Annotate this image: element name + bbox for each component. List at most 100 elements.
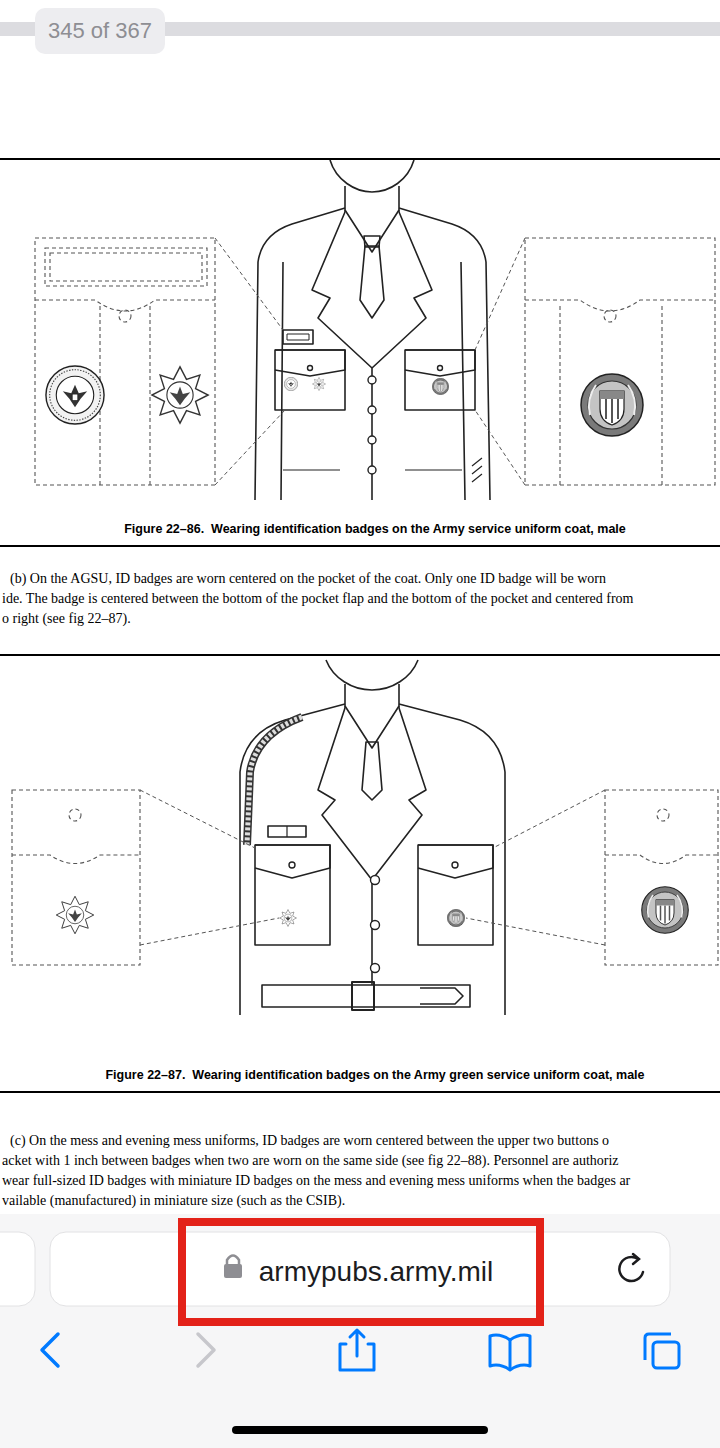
- uniform-figure: [240, 660, 505, 1015]
- bookmarks-icon: [490, 1335, 530, 1370]
- id-badge: [280, 909, 465, 926]
- body-text-line: wear full-sized ID badges with miniature…: [2, 1171, 630, 1190]
- uniform-figure: [275, 350, 345, 410]
- uniform-figure: [405, 350, 475, 376]
- id-badge: [284, 377, 298, 391]
- aiguillette: [247, 717, 302, 845]
- coat-button: [368, 406, 376, 414]
- uniform-figure: [268, 826, 306, 837]
- pocket-inset: [525, 300, 715, 311]
- reload-icon: [633, 1254, 639, 1264]
- box-text: armypubs.army.mil: [259, 1256, 493, 1288]
- body-text-line: vailable (manufactured) in miniature siz…: [2, 1191, 345, 1210]
- uniform-figure: [364, 236, 380, 247]
- body-text-line: ide. The badge is centered between the b…: [2, 589, 633, 608]
- uniform-figure: [418, 845, 493, 878]
- aiguillette: [247, 717, 302, 845]
- leader-line: [215, 238, 285, 485]
- coat-button: [368, 436, 376, 444]
- pocket-inset: [69, 809, 81, 821]
- uniform-figure: [255, 845, 330, 945]
- box-text: Figure 22–86. Wearing identification bad…: [124, 522, 626, 536]
- uniform-figure: [275, 350, 345, 376]
- id-badge-large: [56, 887, 688, 934]
- uniform-figure: [420, 988, 463, 1004]
- uniform-figure: [255, 208, 345, 500]
- coat-button: [368, 376, 376, 384]
- body-text-line: (c) On the mess and evening mess uniform…: [10, 1131, 609, 1150]
- tabs-icon: [645, 1334, 671, 1360]
- figure-panel: Figure 22–86. Wearing identification bad…: [0, 158, 720, 547]
- uniform-figure: [418, 845, 493, 945]
- home-indicator: [232, 1426, 488, 1434]
- address-field: [50, 1232, 670, 1306]
- pocket-inset: [119, 310, 131, 322]
- pocket-inset: [35, 300, 215, 311]
- lock-icon: [224, 1256, 242, 1279]
- uniform-figure: [399, 704, 505, 1015]
- coat-button: [289, 862, 458, 973]
- leader-line: [140, 790, 605, 945]
- pocket-inset: [12, 790, 140, 965]
- reload-icon: [619, 1257, 643, 1281]
- uniform-figure: [240, 704, 345, 1015]
- uniform-figure: [362, 742, 382, 800]
- bookmarks-icon: [490, 1335, 530, 1370]
- coat-button: [308, 366, 313, 371]
- uniform-figure: [255, 160, 490, 500]
- body-text-line: o right (see fig 22–87).: [2, 609, 131, 628]
- pocket-inset: [35, 238, 715, 485]
- pocket-inset: [560, 306, 662, 485]
- coat-button: [438, 366, 443, 371]
- id-badge-large: [581, 374, 643, 436]
- share-icon: [350, 1330, 364, 1356]
- id-badge: [432, 378, 448, 394]
- forward-icon: [198, 1334, 214, 1366]
- uniform-figure: [326, 660, 418, 690]
- id-badge: [312, 377, 325, 390]
- coat-button: [452, 862, 458, 868]
- reload-icon: [619, 1254, 643, 1281]
- body-text-line: (b) On the AGSU, ID badges are worn cent…: [10, 569, 606, 588]
- leader-line: [140, 790, 279, 945]
- id-badge-large: [46, 366, 643, 436]
- id-badge: [447, 909, 464, 926]
- browser-toolbar: [0, 1214, 720, 1448]
- pocket-inset: [525, 238, 715, 485]
- coat-button: [289, 862, 295, 868]
- coat-button: [371, 964, 380, 973]
- pocket-inset: [605, 855, 718, 864]
- uniform-figure: [318, 708, 372, 880]
- pocket-inset: [45, 248, 207, 286]
- uniform-figure: [360, 246, 384, 318]
- leader-line: [466, 790, 605, 945]
- tabs-icon: [653, 1342, 679, 1368]
- back-icon: [42, 1334, 58, 1366]
- uniform-figure: [345, 684, 399, 708]
- box-text: 345 of 367: [48, 18, 152, 44]
- box-text: Figure 22–87. Wearing identification bad…: [105, 1068, 644, 1082]
- id-badge-large: [46, 366, 104, 424]
- uniform-figure: [345, 186, 399, 212]
- lock-icon: [227, 1256, 239, 1266]
- uniform-figure: [255, 845, 330, 878]
- lock-icon: [224, 1264, 242, 1278]
- address-highlight: armypubs.army.mil: [178, 1218, 544, 1326]
- coat-button: [371, 921, 380, 930]
- pocket-inset: [657, 809, 669, 821]
- pocket-inset: [50, 253, 202, 281]
- uniform-figure: [286, 826, 287, 837]
- coat-button: [371, 876, 380, 885]
- id-badge: [284, 377, 449, 395]
- uniform-figure: [352, 982, 374, 1010]
- pocket-inset: [100, 306, 150, 485]
- id-badge-large: [642, 887, 689, 934]
- uniform-figure: [283, 330, 313, 344]
- page-indicator: 345 of 367: [35, 8, 165, 54]
- bookmarks-icon: [509, 1340, 512, 1370]
- tabs-icon: [645, 1334, 679, 1368]
- uniform-figure: [330, 160, 414, 192]
- uniform-figure: [472, 458, 482, 482]
